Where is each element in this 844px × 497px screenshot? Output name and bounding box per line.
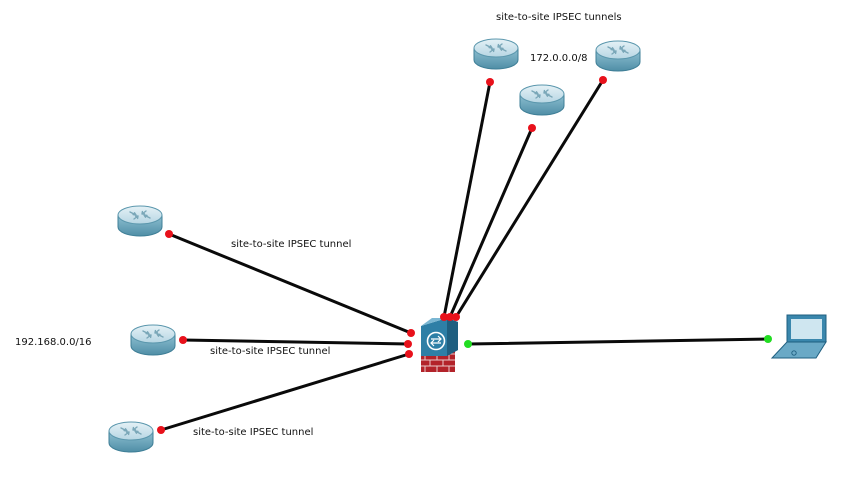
port-dot	[446, 313, 454, 321]
asa-firewall[interactable]	[421, 318, 458, 372]
link-left-upper	[167, 232, 413, 335]
label-tunnel-upper-left: site-to-site IPSEC tunnel	[231, 239, 352, 250]
router-top-middle[interactable]	[519, 84, 565, 116]
label-tunnel-middle-left: site-to-site IPSEC tunnel	[210, 346, 331, 357]
link-top-middle	[448, 126, 534, 319]
router-top-right[interactable]	[595, 40, 641, 72]
port-dot	[528, 124, 536, 132]
label-subnet-local: 192.168.0.0/16	[15, 337, 92, 348]
port-dot	[452, 313, 460, 321]
port-dot	[599, 76, 607, 84]
router-left-lower[interactable]	[108, 421, 154, 453]
links	[159, 78, 770, 432]
label-tunnel-lower-left: site-to-site IPSEC tunnel	[193, 427, 314, 438]
port-dot	[179, 336, 187, 344]
label-tunnels-top: site-to-site IPSEC tunnels	[496, 12, 622, 23]
link-top-right	[454, 78, 605, 319]
label-subnet-remote: 172.0.0.0/8	[530, 53, 588, 64]
router-left-upper[interactable]	[117, 205, 163, 237]
port-dot-up	[764, 335, 772, 343]
link-left-middle	[181, 338, 410, 346]
port-dot	[407, 329, 415, 337]
laptop[interactable]	[770, 314, 827, 359]
port-dot	[486, 78, 494, 86]
link-top-left	[442, 80, 492, 319]
port-dot	[157, 426, 165, 434]
port-indicators	[157, 76, 772, 434]
port-dot	[165, 230, 173, 238]
router-left-middle[interactable]	[130, 324, 176, 356]
link-laptop	[466, 337, 770, 346]
port-dot-up	[464, 340, 472, 348]
port-dot	[440, 313, 448, 321]
port-dot	[404, 340, 412, 348]
router-top-left[interactable]	[473, 38, 519, 70]
port-dot	[405, 350, 413, 358]
link-left-lower	[159, 352, 411, 432]
